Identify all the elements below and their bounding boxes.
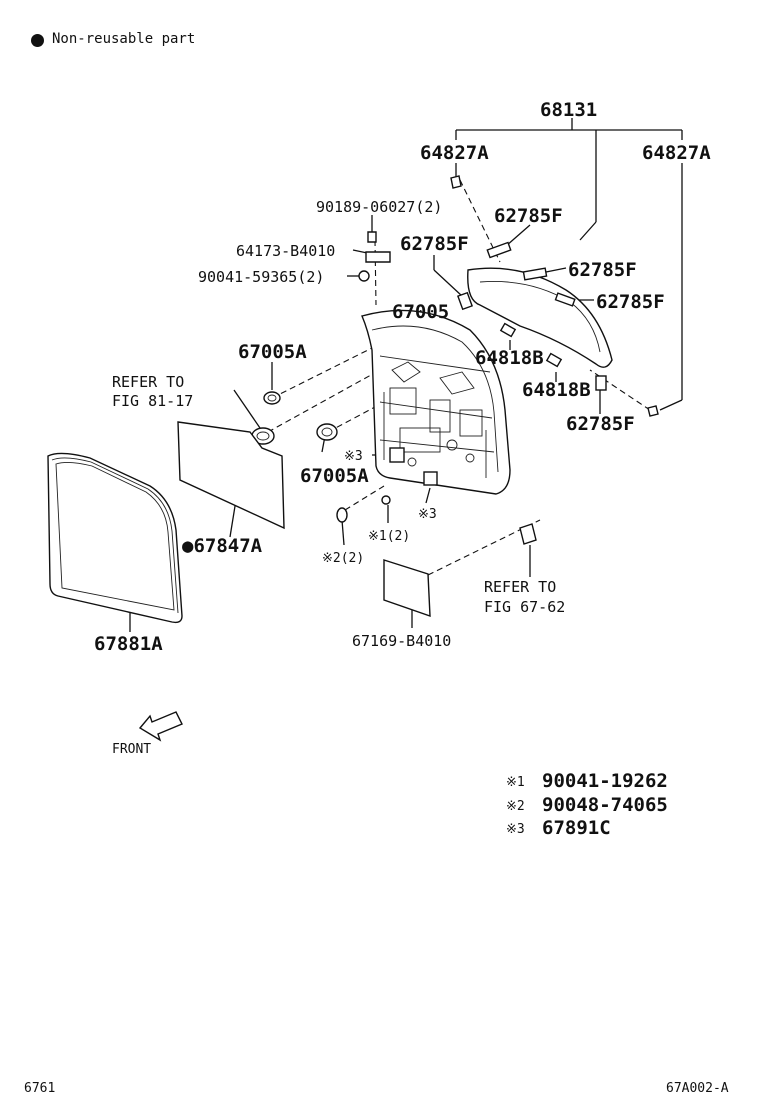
- label-refer-81-line2: FIG 81-17: [112, 392, 193, 410]
- note-part-1: 90041-19262: [542, 770, 668, 792]
- label-64827A-left: 64827A: [420, 142, 489, 164]
- footer: 6761 67A002-A: [24, 1081, 729, 1096]
- label-64173: 64173-B4010: [236, 242, 335, 260]
- label-62785F-top: 62785F: [494, 205, 563, 227]
- notes-list: ※1 90041-19262 ※2 90048-74065 ※3 67891C: [506, 770, 668, 839]
- note-part-2: 90048-74065: [542, 794, 668, 816]
- label-refer-67-line1: REFER TO: [484, 578, 556, 596]
- label-mark2: ※2(2): [322, 551, 364, 566]
- service-hole-cover: [177, 421, 285, 530]
- label-67005: 67005: [392, 301, 449, 323]
- label-refer-67-line2: FIG 67-62: [484, 598, 565, 616]
- back-door-panel: [361, 309, 511, 495]
- label-mark1: ※1(2): [368, 529, 410, 544]
- label-90189: 90189-06027(2): [316, 198, 442, 216]
- label-90041-59365: 90041-59365(2): [198, 268, 324, 286]
- footer-illustration-code: 67A002-A: [666, 1081, 729, 1096]
- part-labels: 68131 64827A 64827A 90189-06027(2) 62785…: [94, 99, 711, 757]
- weatherstrip: [47, 452, 183, 624]
- label-refer-81-line1: REFER TO: [112, 373, 184, 391]
- label-67005A-top: 67005A: [238, 341, 307, 363]
- note-mark-3: ※3: [506, 822, 525, 837]
- front-arrow-icon: [138, 711, 183, 742]
- label-mark3-b: ※3: [418, 507, 437, 522]
- note-mark-1: ※1: [506, 775, 525, 790]
- label-62785F-mid: 62785F: [400, 233, 469, 255]
- label-62785F-r2: 62785F: [596, 291, 665, 313]
- label-67847A: ●67847A: [182, 535, 263, 557]
- label-front: FRONT: [112, 742, 151, 757]
- note-mark-2: ※2: [506, 799, 525, 814]
- legend-non-reusable: Non-reusable part: [52, 31, 196, 47]
- label-64818B-2: 64818B: [522, 379, 591, 401]
- label-mark3-a: ※3: [344, 449, 363, 464]
- note-part-3: 67891C: [542, 817, 611, 839]
- footer-figure-number: 6761: [24, 1081, 55, 1096]
- label-68131: 68131: [540, 99, 597, 121]
- label-67169: 67169-B4010: [352, 632, 451, 650]
- small-parts: [251, 175, 659, 545]
- non-reusable-marker-icon: [31, 34, 44, 47]
- label-62785F-bottom: 62785F: [566, 413, 635, 435]
- label-62785F-r1: 62785F: [568, 259, 637, 281]
- label-64827A-right: 64827A: [642, 142, 711, 164]
- label-67005A-bottom: 67005A: [300, 465, 369, 487]
- label-64818B-1: 64818B: [475, 347, 544, 369]
- label-67881A: 67881A: [94, 633, 163, 655]
- pad: [383, 559, 431, 618]
